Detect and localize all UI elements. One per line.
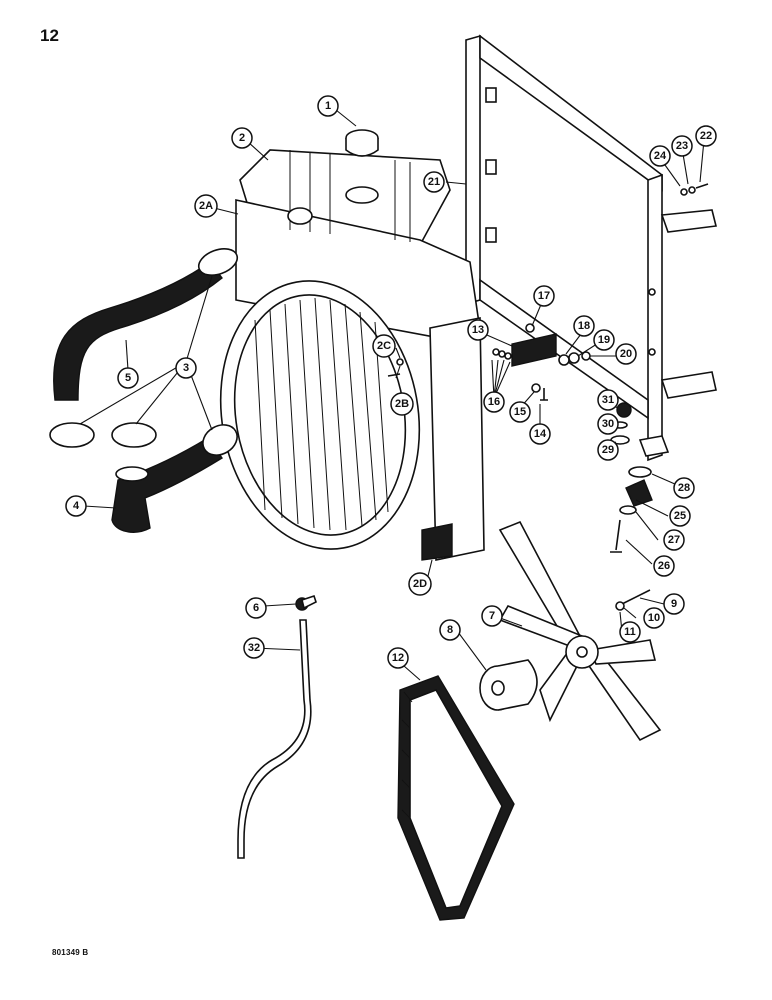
svg-text:11: 11: [624, 626, 636, 638]
callout-8: 8: [439, 619, 461, 641]
callout-15: 15: [509, 401, 531, 423]
callout-29: 29: [597, 439, 619, 461]
svg-text:7: 7: [489, 610, 495, 622]
fan-shroud-part: [219, 280, 421, 550]
callout-19: 19: [593, 329, 615, 351]
callout-16: 16: [483, 391, 505, 413]
callout-27: 27: [663, 529, 685, 551]
callout-30: 30: [597, 413, 619, 435]
svg-text:26: 26: [658, 560, 670, 572]
callout-1: 1: [317, 95, 339, 117]
callout-4: 4: [65, 495, 87, 517]
lower-hose-part: [111, 437, 223, 533]
callout-6: 6: [245, 597, 267, 619]
v-belts-part: [397, 675, 515, 921]
svg-text:2C: 2C: [377, 340, 391, 352]
callout-2b: 2B: [390, 392, 414, 416]
callout-10: 10: [643, 607, 665, 629]
callout-2c: 2C: [372, 334, 396, 358]
callout-2a: 2A: [194, 194, 218, 218]
svg-text:25: 25: [674, 510, 686, 522]
page-number: 12: [40, 26, 59, 45]
svg-text:2: 2: [239, 132, 245, 144]
hose-clamps-part: [49, 248, 239, 456]
callout-20: 20: [615, 343, 637, 365]
callout-14: 14: [529, 423, 551, 445]
callout-25: 25: [669, 505, 691, 527]
svg-text:18: 18: [578, 320, 590, 332]
svg-text:8: 8: [447, 624, 453, 636]
svg-text:13: 13: [472, 324, 484, 336]
svg-text:14: 14: [534, 428, 547, 440]
callout-32: 32: [243, 637, 265, 659]
svg-text:21: 21: [428, 176, 440, 188]
callout-12: 12: [387, 647, 409, 669]
callout-7: 7: [481, 605, 503, 627]
svg-text:29: 29: [602, 444, 614, 456]
svg-text:27: 27: [668, 534, 680, 546]
callout-23: 23: [671, 135, 693, 157]
callout-11: 11: [619, 621, 641, 643]
callout-26: 26: [653, 555, 675, 577]
callout-13: 13: [467, 319, 489, 341]
svg-text:3: 3: [183, 362, 189, 374]
svg-text:1: 1: [325, 100, 331, 112]
figure-code: 801349 B: [52, 948, 89, 957]
callout-3: 3: [175, 357, 197, 379]
svg-text:22: 22: [700, 130, 712, 142]
radiator-cap-part: [345, 129, 379, 157]
svg-text:17: 17: [538, 290, 550, 302]
svg-text:23: 23: [676, 140, 688, 152]
svg-text:20: 20: [620, 348, 632, 360]
svg-text:16: 16: [488, 396, 500, 408]
mounting-hardware-part: [387, 183, 709, 611]
svg-text:2B: 2B: [395, 398, 409, 410]
callout-2: 2: [231, 127, 253, 149]
svg-text:2D: 2D: [413, 578, 427, 590]
svg-text:4: 4: [73, 500, 80, 512]
callout-21: 21: [423, 171, 445, 193]
overflow-tube-part: [237, 619, 312, 859]
callout-18: 18: [573, 315, 595, 337]
mounting-frame-part: [465, 34, 717, 462]
fan-part: [498, 520, 662, 742]
callout-24: 24: [649, 145, 671, 167]
callout-17: 17: [533, 285, 555, 307]
callout-22: 22: [695, 125, 717, 147]
svg-text:2A: 2A: [199, 200, 213, 212]
svg-text:5: 5: [125, 372, 131, 384]
svg-text:30: 30: [602, 418, 614, 430]
svg-text:28: 28: [678, 482, 690, 494]
callout-2d: 2D: [408, 572, 432, 596]
callout-9: 9: [663, 593, 685, 615]
callout-31: 31: [597, 389, 619, 411]
svg-text:9: 9: [671, 598, 677, 610]
svg-text:12: 12: [392, 652, 404, 664]
svg-text:15: 15: [514, 406, 526, 418]
svg-text:24: 24: [654, 150, 667, 162]
svg-text:6: 6: [253, 602, 259, 614]
callout-5: 5: [117, 367, 139, 389]
svg-text:31: 31: [602, 394, 614, 406]
drain-cock-part: [295, 594, 317, 611]
svg-text:10: 10: [648, 612, 660, 624]
svg-text:32: 32: [248, 642, 260, 654]
fan-spacer-part: [479, 659, 538, 711]
svg-text:19: 19: [598, 334, 610, 346]
callout-28: 28: [673, 477, 695, 499]
